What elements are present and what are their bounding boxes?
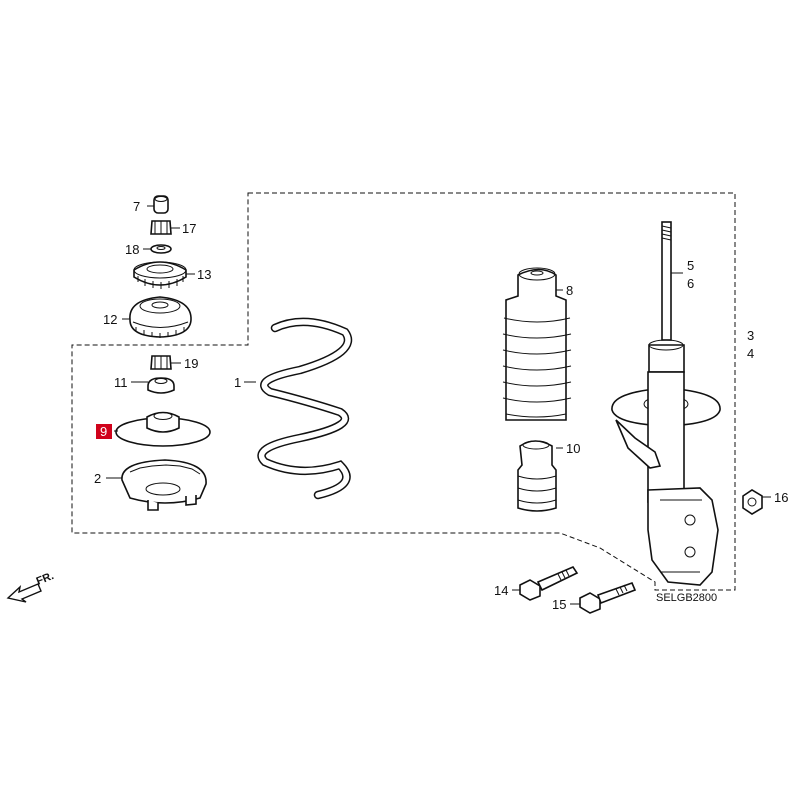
leader-lines (106, 205, 771, 605)
front-direction-arrow-icon (6, 583, 42, 603)
cap-part-7[interactable] (153, 195, 169, 214)
callout-7: 7 (133, 199, 140, 214)
upper-spring-seat-part-2[interactable] (121, 459, 207, 511)
diagram-code: SELGB2800 (656, 592, 717, 604)
callout-15: 15 (552, 597, 566, 612)
front-direction-label: FR. (35, 570, 56, 588)
callout-5: 5 (687, 258, 694, 273)
bolt-part-14[interactable] (519, 566, 579, 601)
callout-16: 16 (774, 490, 788, 505)
bearing-part-13[interactable] (133, 261, 187, 289)
callout-18: 18 (125, 242, 139, 257)
washer-part-18[interactable] (150, 244, 172, 254)
bushing-part-11[interactable] (147, 377, 175, 394)
flange-nut-part-16[interactable] (742, 489, 763, 515)
strut-mount-part-12[interactable] (129, 296, 192, 338)
bolt-part-15[interactable] (579, 581, 637, 614)
strut-assembly-part-3-4[interactable] (611, 221, 721, 586)
callout-19: 19 (184, 356, 198, 371)
spring-seat-part-9[interactable] (115, 411, 211, 447)
callout-14: 14 (494, 583, 508, 598)
callout-13: 13 (197, 267, 211, 282)
callout-11: 11 (114, 375, 128, 390)
callout-8: 8 (566, 283, 573, 298)
nut-part-17[interactable] (150, 220, 172, 235)
assembly-boundary (71, 192, 736, 591)
callout-17: 17 (182, 221, 196, 236)
callout-10: 10 (566, 441, 580, 456)
callout-6: 6 (687, 276, 694, 291)
nut-part-19[interactable] (150, 355, 172, 370)
coil-spring-part-1[interactable] (257, 317, 353, 500)
callout-9: 9 (100, 424, 107, 439)
dust-boot-part-8[interactable] (502, 267, 572, 421)
callout-3: 3 (747, 328, 754, 343)
callout-4: 4 (747, 346, 754, 361)
callout-12: 12 (103, 312, 117, 327)
callout-9-highlight (96, 424, 112, 439)
callout-1: 1 (234, 375, 241, 390)
bump-stop-part-10[interactable] (517, 440, 557, 512)
callout-2: 2 (94, 471, 101, 486)
